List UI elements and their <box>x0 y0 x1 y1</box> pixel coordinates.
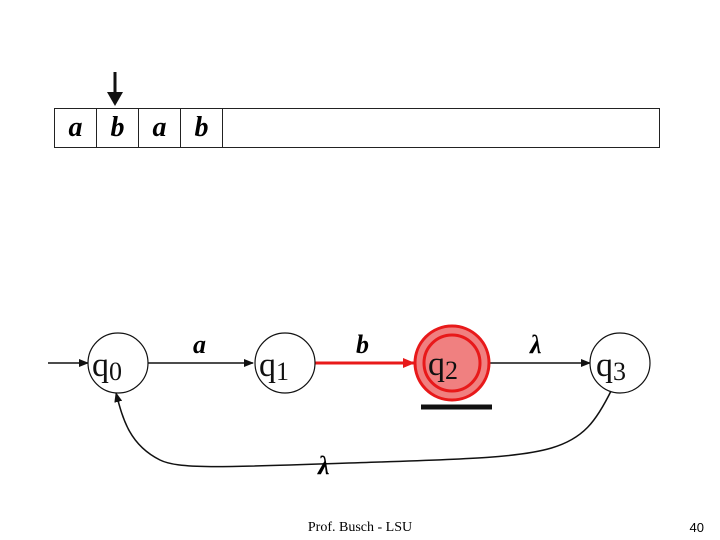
svg-text:q2: q2 <box>428 346 458 385</box>
tape-cell: b <box>97 109 139 147</box>
state-q2-label: q <box>428 346 445 383</box>
tape-cell: b <box>181 109 223 147</box>
edge-label-lambda: λ <box>529 330 542 359</box>
state-q1-label: q <box>259 347 276 384</box>
tape-cell: a <box>55 109 97 147</box>
tape-head-arrow-icon <box>107 72 123 106</box>
state-q0-subscript: 0 <box>109 357 122 386</box>
state-q1: q1 <box>254 332 316 394</box>
transition-q3-q0 <box>114 388 613 468</box>
state-q3: q3 <box>589 332 651 394</box>
state-q3-label: q <box>596 347 613 384</box>
svg-text:q0: q0 <box>92 347 122 386</box>
state-q0: q0 <box>87 332 149 394</box>
edge-label-b: b <box>356 330 369 359</box>
edge-label-a: a <box>193 330 206 359</box>
state-q2: q2 <box>413 324 491 402</box>
edge-label-lambda-return: λ <box>317 451 330 480</box>
input-tape: a b a b <box>54 108 660 148</box>
state-q3-subscript: 3 <box>613 357 626 386</box>
state-q0-label: q <box>92 347 109 384</box>
svg-text:q3: q3 <box>596 347 626 386</box>
state-q1-subscript: 1 <box>276 357 289 386</box>
state-q2-subscript: 2 <box>445 356 458 385</box>
page-number: 40 <box>689 520 704 535</box>
tape-cell: a <box>139 109 181 147</box>
svg-text:q1: q1 <box>259 347 289 386</box>
footer-author: Prof. Busch - LSU <box>307 520 413 535</box>
